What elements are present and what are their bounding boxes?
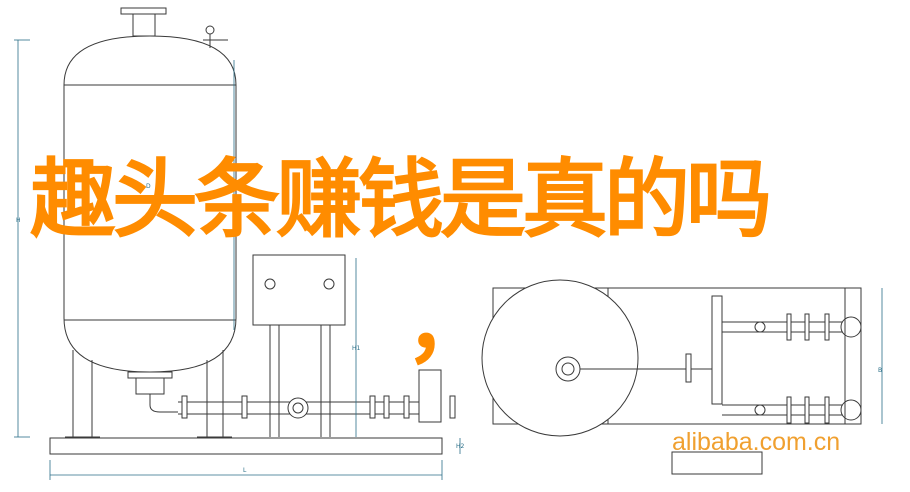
dimension-label-b: B xyxy=(878,367,882,374)
control-box xyxy=(252,254,346,437)
base-frame xyxy=(49,437,443,455)
pressure-tank-elevation xyxy=(63,7,237,438)
headline-text: 趣头条赚钱是真的吗 xyxy=(30,150,772,250)
dimension-label-l: L xyxy=(243,467,247,474)
watermark-text: alibaba.com.cn xyxy=(672,428,841,456)
dimension-label-h1: H1 xyxy=(352,345,361,352)
plan-view xyxy=(481,279,862,475)
pipeline-left xyxy=(178,369,456,423)
dimension-label-h2: H2 xyxy=(456,443,465,450)
dimension-label-d: D xyxy=(146,183,151,190)
headline-comma: ， xyxy=(405,275,491,375)
dimension-label-h: H xyxy=(16,217,21,224)
dimension-lines xyxy=(14,39,883,480)
